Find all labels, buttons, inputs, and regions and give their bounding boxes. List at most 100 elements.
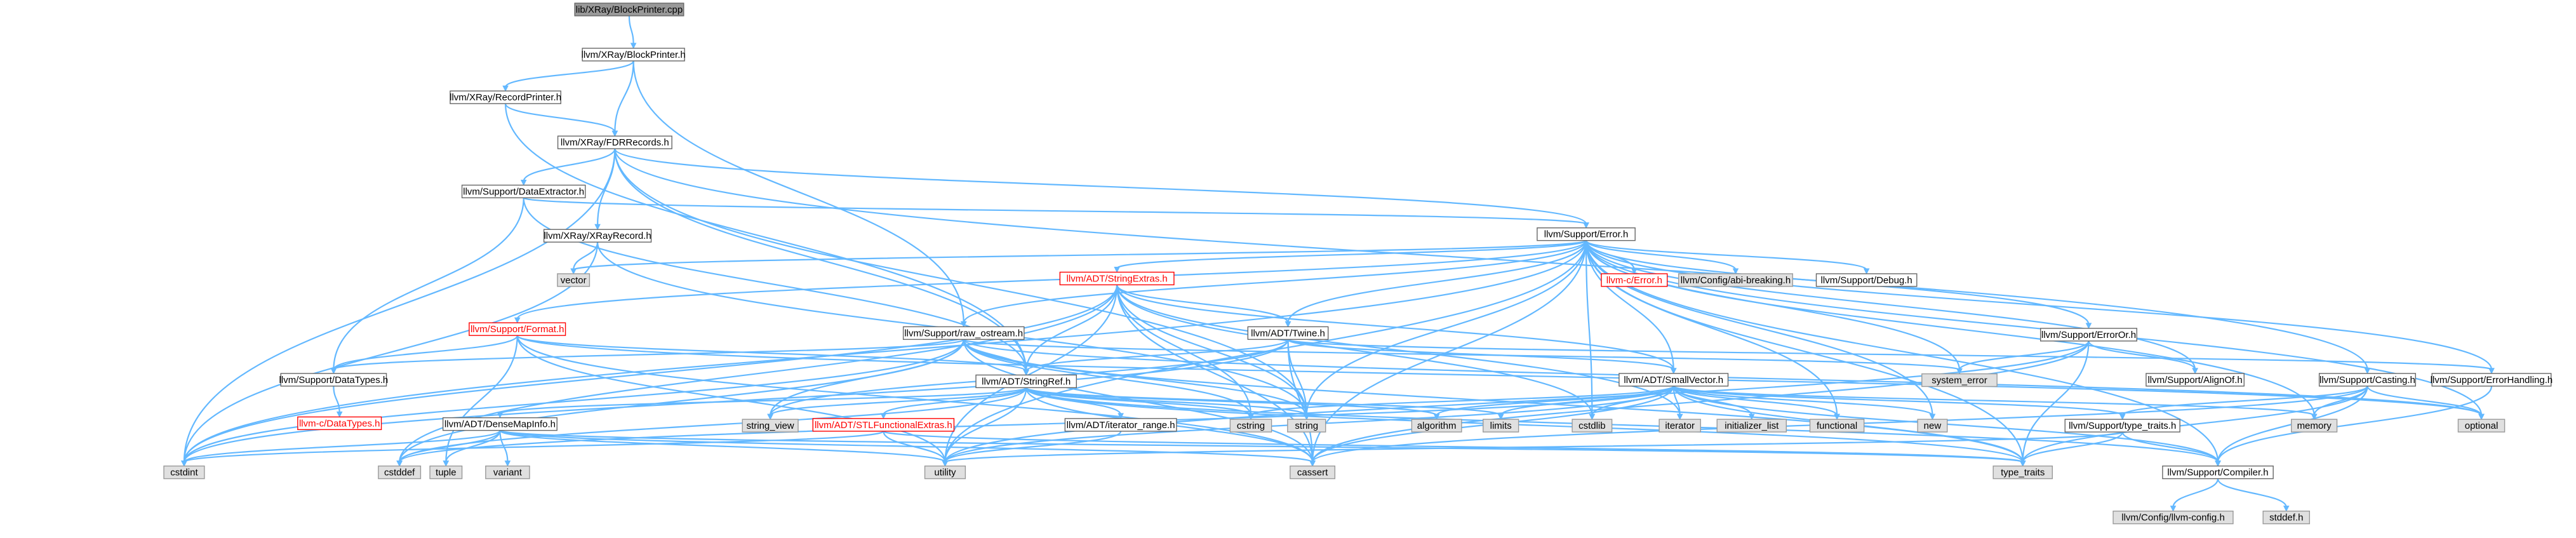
node-format-h[interactable]: llvm/Support/Format.h: [469, 322, 566, 336]
node-stringextras-h[interactable]: llvm/ADT/StringExtras.h: [1059, 271, 1175, 286]
node-cstddef[interactable]: cstddef: [378, 465, 422, 480]
node-box: [1059, 271, 1175, 286]
node-iterator-range-h[interactable]: llvm/ADT/iterator_range.h: [1064, 418, 1177, 432]
node-box: [378, 465, 422, 480]
node-utility[interactable]: utility: [924, 465, 966, 480]
node-label: llvm/Support/Error.h: [1544, 229, 1629, 240]
node-box: [812, 418, 955, 432]
node-vector[interactable]: vector: [557, 273, 591, 287]
node-memory[interactable]: memory: [2291, 419, 2338, 433]
node-recordprinter-h[interactable]: llvm/XRay/RecordPrinter.h: [450, 90, 561, 104]
node-iterator[interactable]: iterator: [1658, 419, 1701, 433]
node-label: llvm/Support/AlignOf.h: [2147, 375, 2242, 386]
node-label: llvm/Support/Debug.h: [1821, 275, 1912, 286]
node-string-view[interactable]: string_view: [742, 419, 799, 433]
node-box: [1229, 419, 1272, 433]
node-fdrrecords-h[interactable]: llvm/XRay/FDRRecords.h: [557, 135, 672, 149]
edge-type_traits_h-to-type_traits: [2019, 431, 2123, 467]
node-initializer-list[interactable]: initializer_list: [1716, 419, 1787, 433]
node-box: [2039, 328, 2138, 342]
node-twine-h[interactable]: llvm/ADT/Twine.h: [1247, 326, 1329, 340]
node-string[interactable]: string: [1287, 419, 1326, 433]
node-label: cassert: [1297, 467, 1328, 478]
node-box: [975, 374, 1077, 389]
node-label: limits: [1490, 420, 1512, 431]
edge-densemapinfo_h-to-tuple: [443, 430, 501, 467]
node-root[interactable]: lib/XRay/BlockPrinter.cpp: [574, 3, 684, 17]
node-blockprinter-h[interactable]: llvm/XRay/BlockPrinter.h: [582, 48, 686, 62]
node-label: functional: [1817, 420, 1857, 431]
edge-dataextractor_h-to-error_h: [523, 197, 1589, 229]
edge-stringextras_h-to-twine_h: [1116, 285, 1291, 328]
node-cassert[interactable]: cassert: [1290, 465, 1336, 480]
edge-blockprinter_h-to-raw_ostream_h: [632, 60, 967, 328]
node-debug-h[interactable]: llvm/Support/Debug.h: [1815, 273, 1918, 287]
edge-blockprinter_h-to-recordprinter_h: [502, 60, 634, 92]
node-cstdint[interactable]: cstdint: [163, 465, 205, 480]
node-box: [1247, 326, 1329, 340]
node-c-datatypes-h[interactable]: llvm-c/DataTypes.h: [297, 416, 382, 431]
edge-error_h-to-cstdlib: [1585, 240, 1596, 420]
node-label: cstdlib: [1578, 420, 1606, 431]
edge-root-to-blockprinter_h: [628, 15, 637, 50]
node-box: [1411, 419, 1462, 433]
node-label: llvm/Support/ErrorOr.h: [2041, 330, 2136, 340]
node-cstring[interactable]: cstring: [1229, 419, 1272, 433]
node-variant[interactable]: variant: [485, 465, 530, 480]
edge-raw_ostream_h-to-cstdint: [181, 339, 964, 467]
node-system-error[interactable]: system_error: [1921, 373, 1998, 387]
node-raw-ostream-h[interactable]: llvm/Support/raw_ostream.h: [902, 326, 1025, 340]
node-box: [2112, 510, 2234, 525]
edge-smallvector_h-to-algorithm: [1433, 385, 1674, 420]
node-box: [2291, 419, 2338, 433]
node-box: [2262, 510, 2311, 525]
node-label: utility: [934, 467, 956, 478]
node-dataextractor-h[interactable]: llvm/Support/DataExtractor.h: [461, 184, 586, 199]
edge-smallvector_h-to-functional: [1672, 386, 1840, 420]
edge-smallvector_h-to-limits: [1497, 386, 1674, 420]
node-box: [1618, 373, 1729, 387]
node-tuple[interactable]: tuple: [429, 465, 463, 480]
edge-twine_h-to-stringref_h: [1023, 339, 1289, 376]
node-label: llvm/Support/ErrorHandling.h: [2431, 375, 2553, 386]
node-stringref-h[interactable]: llvm/ADT/StringRef.h: [975, 374, 1077, 389]
edge-fdrrecords_h-to-dataextractor_h: [520, 148, 616, 186]
node-abi-breaking-h[interactable]: llvm/Config/abi-breaking.h: [1678, 273, 1793, 287]
node-compiler-h[interactable]: llvm/Support/Compiler.h: [2162, 465, 2274, 480]
node-box: [543, 229, 652, 243]
node-erroror-h[interactable]: llvm/Support/ErrorOr.h: [2039, 328, 2138, 342]
node-xrayrecord-h[interactable]: llvm/XRay/XRayRecord.h: [543, 229, 652, 243]
node-optional[interactable]: optional: [2457, 419, 2506, 433]
node-cstdlib[interactable]: cstdlib: [1572, 419, 1613, 433]
node-datatypes-h[interactable]: llvm/Support/DataTypes.h: [279, 373, 389, 387]
node-functional[interactable]: functional: [1809, 419, 1865, 433]
node-stddef-h[interactable]: stddef.h: [2262, 510, 2311, 525]
node-label: llvm/ADT/iterator_range.h: [1067, 420, 1175, 431]
node-label: algorithm: [1417, 420, 1457, 431]
node-box: [1809, 419, 1865, 433]
node-box: [2162, 465, 2274, 480]
node-errorhandling-h[interactable]: llvm/Support/ErrorHandling.h: [2431, 373, 2553, 387]
node-error-h[interactable]: llvm/Support/Error.h: [1537, 227, 1636, 241]
node-type-traits[interactable]: type_traits: [1992, 465, 2053, 480]
node-type-traits-h[interactable]: llvm/Support/type_traits.h: [2064, 419, 2180, 433]
node-smallvector-h[interactable]: llvm/ADT/SmallVector.h: [1618, 373, 1729, 387]
node-new[interactable]: new: [1917, 419, 1948, 433]
node-label: system_error: [1932, 375, 1987, 386]
node-label: cstdint: [170, 467, 198, 478]
node-alignof-h[interactable]: llvm/Support/AlignOf.h: [2146, 373, 2245, 387]
node-casting-h[interactable]: llvm/Support/Casting.h: [2318, 373, 2416, 387]
edge-compiler_h-to-llvm_config_h: [2170, 478, 2219, 512]
edges-layer: [181, 15, 2495, 512]
node-stlfunctionalextras-h[interactable]: llvm/ADT/STLFunctionalExtras.h: [812, 418, 955, 432]
node-algorithm[interactable]: algorithm: [1411, 419, 1462, 433]
edge-smallvector_h-to-cstring: [1248, 385, 1674, 420]
node-label: llvm/ADT/DenseMapInfo.h: [444, 419, 556, 430]
node-c-error-h[interactable]: llvm-c/Error.h: [1601, 273, 1668, 287]
node-densemapinfo-h[interactable]: llvm/ADT/DenseMapInfo.h: [442, 417, 557, 431]
node-limits[interactable]: limits: [1483, 419, 1519, 433]
node-llvm-config-h[interactable]: llvm/Config/llvm-config.h: [2112, 510, 2234, 525]
node-label: llvm/XRay/RecordPrinter.h: [450, 92, 561, 103]
node-box: [1658, 419, 1701, 433]
